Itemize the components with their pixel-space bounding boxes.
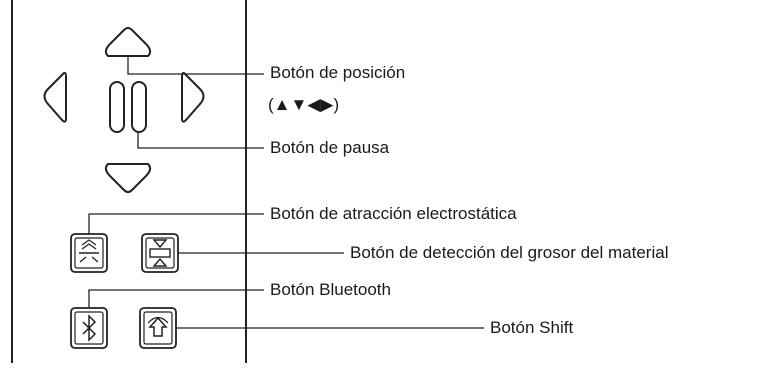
electrostatic-leader <box>88 213 264 234</box>
bluetooth-button-label: Botón Bluetooth <box>270 280 391 299</box>
position-button-label: Botón de posición <box>270 63 406 82</box>
pause-button-label: Botón de pausa <box>270 138 390 157</box>
pause-leader <box>137 132 264 149</box>
bluetooth-icon <box>82 314 97 342</box>
position-button-group <box>43 27 205 193</box>
right-arrow-button[interactable] <box>181 71 205 123</box>
leader-lines <box>88 56 484 329</box>
thickness-button-label: Botón de detección del grosor del materi… <box>350 243 669 262</box>
bluetooth-button[interactable] <box>70 307 108 349</box>
shift-button[interactable] <box>139 307 177 349</box>
left-arrow-button[interactable] <box>43 71 67 123</box>
position-arrows-label: (▲▼◀▶) <box>268 95 340 114</box>
electrostatic-adhesion-icon <box>79 239 99 263</box>
shift-arrow-icon <box>148 316 168 337</box>
up-arrow-button[interactable] <box>104 27 152 57</box>
bluetooth-leader <box>88 289 264 308</box>
down-arrow-button[interactable] <box>104 163 152 193</box>
electrostatic-button-label: Botón de atracción electrostática <box>270 204 517 223</box>
pause-button-left-bar[interactable] <box>109 81 125 133</box>
pause-button-right-bar[interactable] <box>131 81 147 133</box>
electrostatic-button[interactable] <box>70 233 108 273</box>
position-leader <box>127 56 264 75</box>
thickness-button[interactable] <box>141 233 179 273</box>
thickness-detection-icon <box>149 239 171 267</box>
shift-button-label: Botón Shift <box>490 318 574 337</box>
